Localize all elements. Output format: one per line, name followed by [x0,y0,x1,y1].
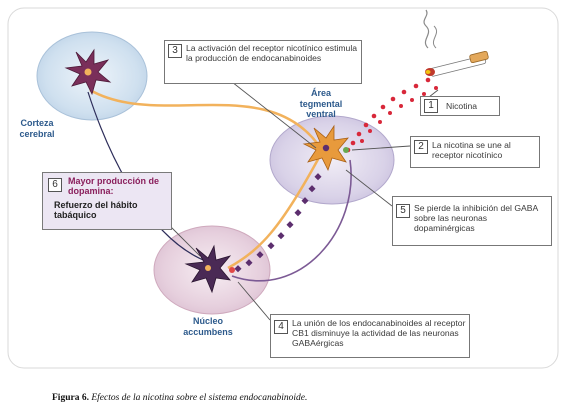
region-label-cortex: Corteza cerebral [19,118,55,139]
connector-6 [169,225,201,257]
nicotine-dots [345,77,438,153]
callout-3-number: 3 [168,44,182,58]
callout-1 [420,96,500,116]
callout-2-number: 2 [414,140,428,154]
gaba-path [231,159,352,282]
callout-5-text: Se pierde la inhibición del GABA sobre l… [414,203,538,233]
callout-6-number: 6 [48,178,62,192]
caption-text: Efectos de la nicotina sobre el sistema … [91,393,308,403]
callout-2 [410,136,540,168]
callout-4-number: 4 [274,320,288,334]
figure-caption: Figura 6. Efectos de la nicotina sobre e… [52,393,307,403]
vta-neuron [302,124,349,172]
region-label-accumbens: Núcleo accumbens [183,316,233,337]
callout-2-text: La nicotina se une al receptor nicotínic… [432,140,511,160]
accumbens-neuron [184,244,235,294]
callout-6-text: Refuerzo del hábito tabáquico [54,200,138,220]
callout-4 [270,314,470,358]
region-label-vta: Área tegmental ventral [299,88,343,119]
callout-1-number: 1 [424,99,438,113]
vta-bubble [269,115,395,205]
connector-2 [351,145,411,151]
callout-6-title: Mayor producción de dopamina: [68,176,160,196]
callout-1-text: Nicotina [446,101,478,111]
callout-3-text: La activación del receptor nicotínico es… [186,43,358,63]
callout-5-number: 5 [396,204,410,218]
callout-3 [164,40,362,84]
callout-6 [42,172,172,230]
connector-5 [345,169,393,207]
connector-3 [231,81,317,149]
dopamine-path-to-cortex [89,88,324,151]
endocannabinoid-trail [234,173,322,273]
caption-label: Figura 6. [52,393,89,403]
dopamine-path-to-accumbens [227,151,324,270]
cortex-neuron [64,48,112,96]
cigarette-icon [423,9,489,77]
callout-5 [392,196,552,246]
callout-4-text: La unión de los endocanabinoides al rece… [292,318,466,348]
connector-4 [237,281,271,321]
